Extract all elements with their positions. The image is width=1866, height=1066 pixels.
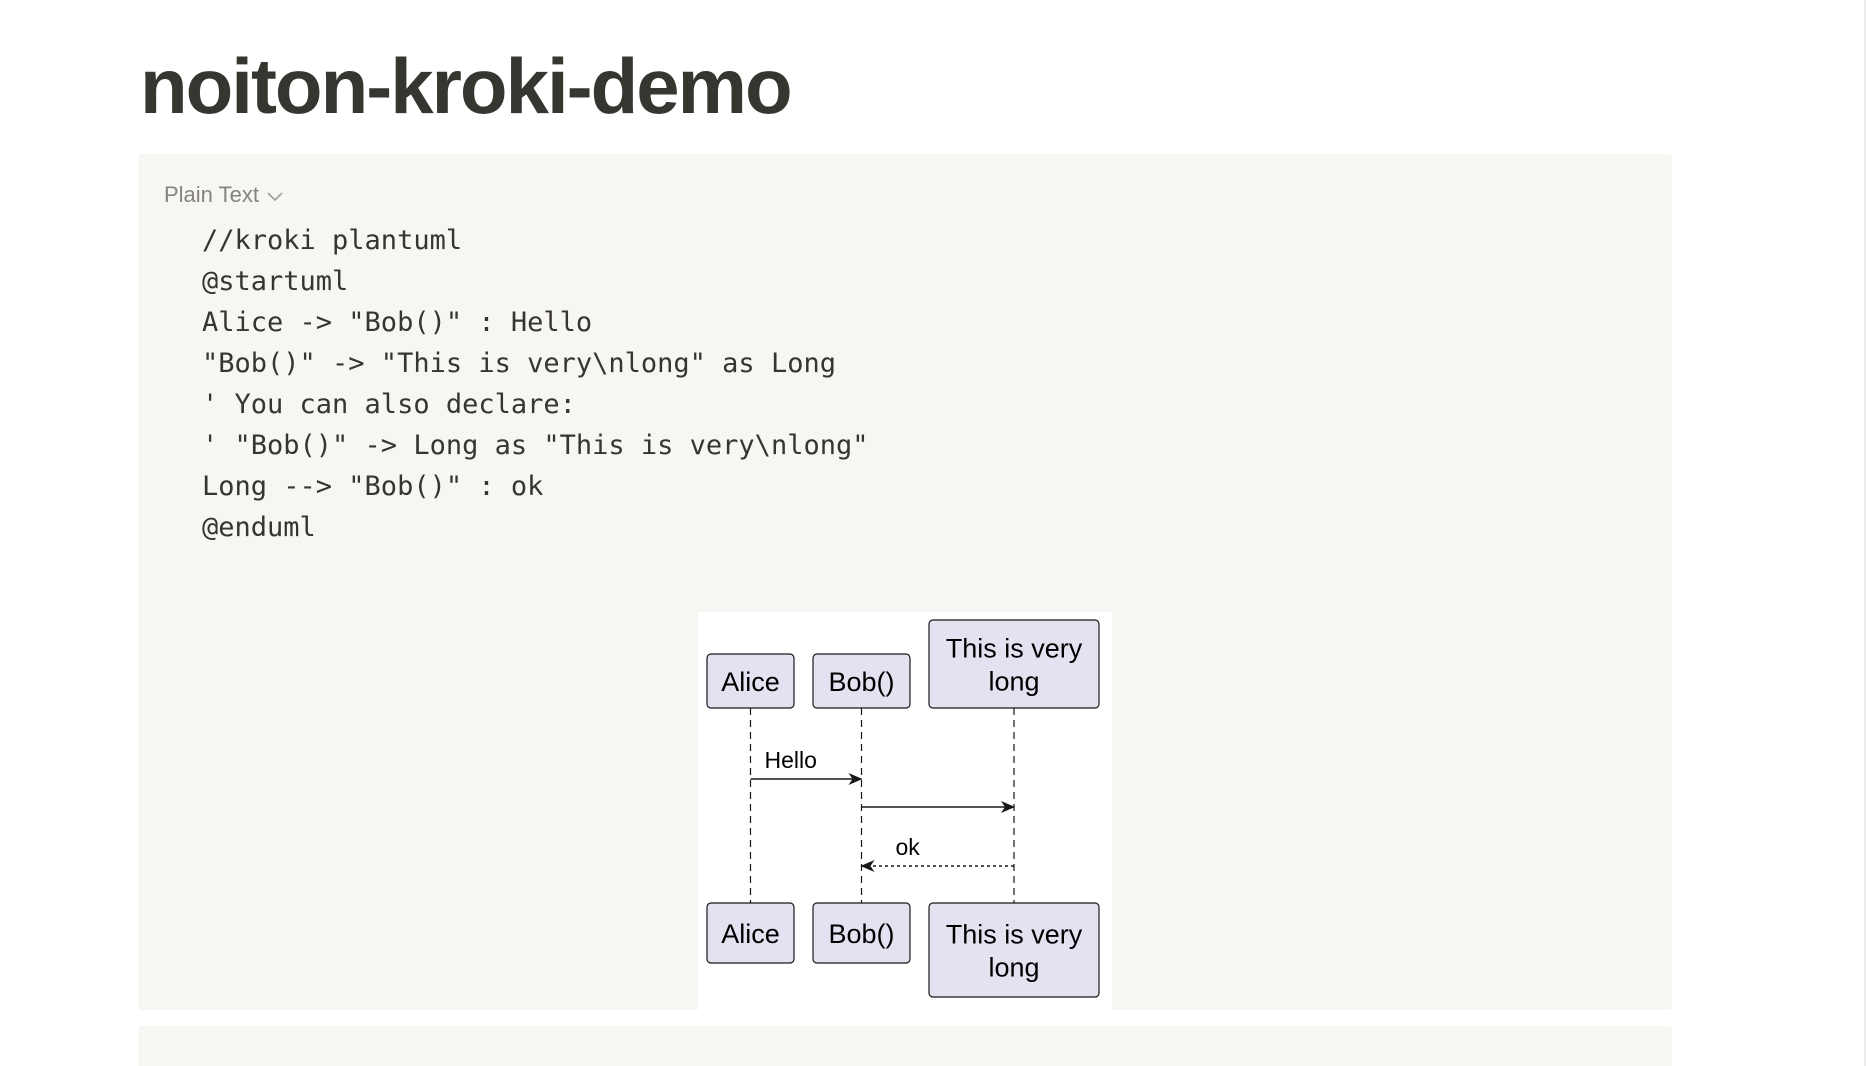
participant-bottom-box [928,902,1100,998]
code-line: @enduml [202,512,316,543]
message-label: Hello [765,747,817,773]
next-code-block[interactable] [138,1026,1672,1066]
code-line: Alice -> "Bob()" : Hello [202,307,593,338]
participant-top-label: This is very [946,634,1083,664]
code-line: @startuml [202,266,349,297]
code-line: ' You can also declare: [202,389,576,420]
language-selector[interactable]: Plain Text [164,178,283,212]
chevron-down-icon [267,182,283,208]
message-label: ok [896,834,921,860]
participant-top-box [812,653,911,709]
code-line: ' "Bob()" -> Long as "This is very\nlong… [202,430,869,461]
page-title: noiton-kroki-demo [140,42,793,130]
participant-bottom-label: Alice [721,919,780,949]
participant-top-label: long [988,667,1039,697]
participant-bottom-box [812,902,911,964]
code-line: //kroki plantuml [202,225,463,256]
code-content[interactable]: //kroki plantuml @startuml Alice -> "Bob… [202,220,868,548]
participant-top-label: Bob() [828,667,894,697]
participant-bottom-label: long [988,953,1039,983]
page-edge-divider [1864,0,1866,1066]
participant-bottom-label: This is very [946,920,1083,950]
language-label: Plain Text [164,182,259,207]
participant-top-box [928,619,1100,709]
participant-top-label: Alice [721,667,780,697]
code-line: "Bob()" -> "This is very\nlong" as Long [202,348,836,379]
code-line: Long --> "Bob()" : ok [202,471,544,502]
code-block[interactable]: Plain Text //kroki plantuml @startuml Al… [138,154,1672,1010]
participant-bottom-box [706,902,795,964]
participant-bottom-label: Bob() [828,919,894,949]
participant-top-box [706,653,795,709]
